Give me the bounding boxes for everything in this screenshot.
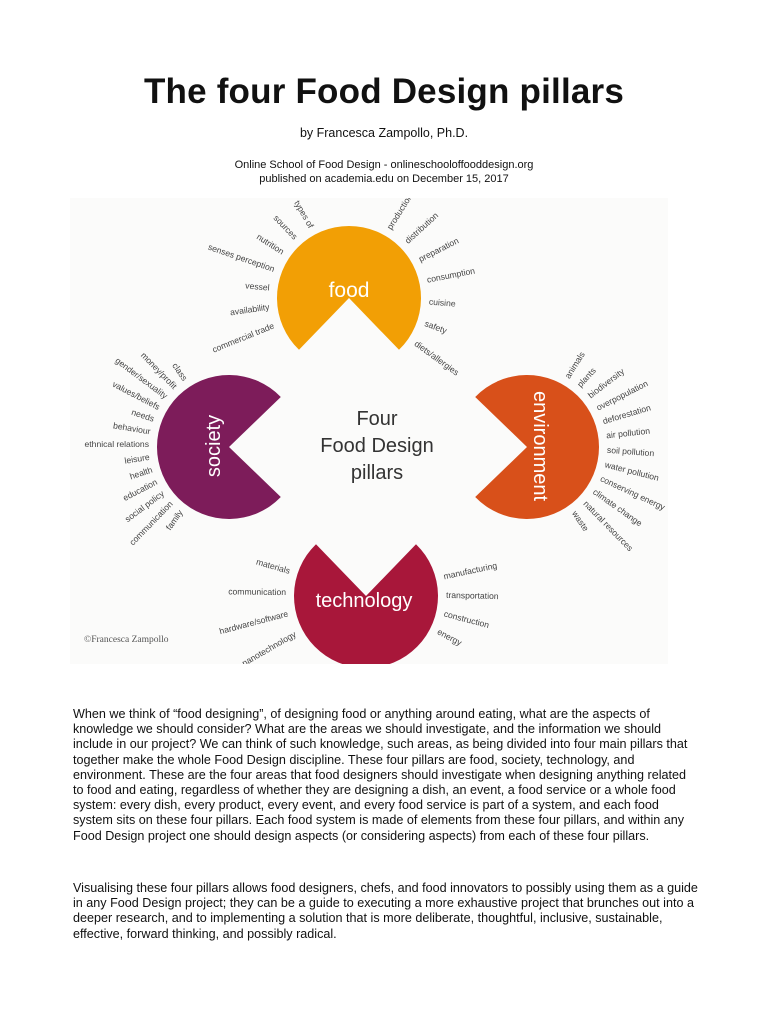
technology-pillar-shape — [294, 544, 438, 664]
technology-right-term-3: energy — [436, 627, 465, 648]
environment-term-5: air pollution — [606, 426, 651, 441]
food-left-term-2: nutrition — [255, 232, 286, 257]
food-right-term-1: distribution — [403, 210, 441, 246]
technology-right-term-0: manufacturing — [443, 560, 499, 581]
food-left-term-5: availability — [229, 302, 270, 318]
society-term-5: behaviour — [112, 420, 151, 436]
society-term-7: leisure — [124, 452, 151, 466]
food-left-term-0: types of — [292, 199, 316, 231]
food-right-term-3: consumption — [426, 266, 476, 285]
pillars-diagram-svg: food technology society environment Four… — [84, 198, 667, 664]
food-right-term-5: safety — [423, 318, 449, 336]
society-pillar-shape — [156, 375, 281, 519]
food-right-term-6: diets/allergies — [413, 339, 461, 378]
technology-left-term-3: nanotechnology — [240, 629, 298, 664]
food-pillar-shape — [277, 225, 421, 350]
food-right-term-0: production — [385, 198, 415, 231]
technology-left-term-2: hardware/software — [218, 609, 289, 637]
society-term-4: needs — [130, 407, 155, 424]
food-left-term-6: commercial trade — [211, 321, 276, 355]
food-design-pillars-diagram: food technology society environment Four… — [70, 198, 668, 664]
society-term-6: ethnical relations — [85, 439, 150, 449]
center-title-line-2: Food Design — [320, 435, 433, 457]
food-left-term-4: vessel — [245, 280, 270, 292]
author-byline: by Francesca Zampollo, Ph.D. — [299, 126, 469, 140]
food-left-term-1: sources — [272, 213, 300, 242]
technology-right-term-1: transportation — [446, 590, 499, 601]
copyright-notice: ©Francesca Zampollo — [84, 634, 169, 645]
food-right-term-4: cuisine — [429, 297, 457, 309]
food-right-term-2: preparation — [417, 235, 461, 264]
source-line-school: Online School of Food Design - onlinesch… — [234, 159, 534, 171]
environment-pillar-shape — [475, 375, 600, 519]
food-pillar-label: food — [329, 279, 370, 302]
body-paragraph-1: When we think of “food designing”, of de… — [73, 707, 688, 843]
society-pillar-label: society — [203, 415, 225, 477]
environment-pillar-label: environment — [529, 391, 551, 502]
center-title-line-1: Four — [356, 408, 397, 430]
body-paragraph-2: Visualising these four pillars allows fo… — [73, 881, 698, 941]
technology-pillar-label: technology — [316, 590, 413, 612]
source-line-published: published on academia.edu on December 15… — [259, 173, 509, 185]
technology-left-term-0: materials — [255, 557, 291, 576]
technology-right-term-2: construction — [443, 609, 491, 630]
technology-left-term-1: communication — [228, 586, 286, 597]
environment-term-6: soil pollution — [607, 445, 655, 458]
center-title-line-3: pillars — [351, 462, 403, 484]
document-title: The four Food Design pillars — [143, 72, 625, 111]
